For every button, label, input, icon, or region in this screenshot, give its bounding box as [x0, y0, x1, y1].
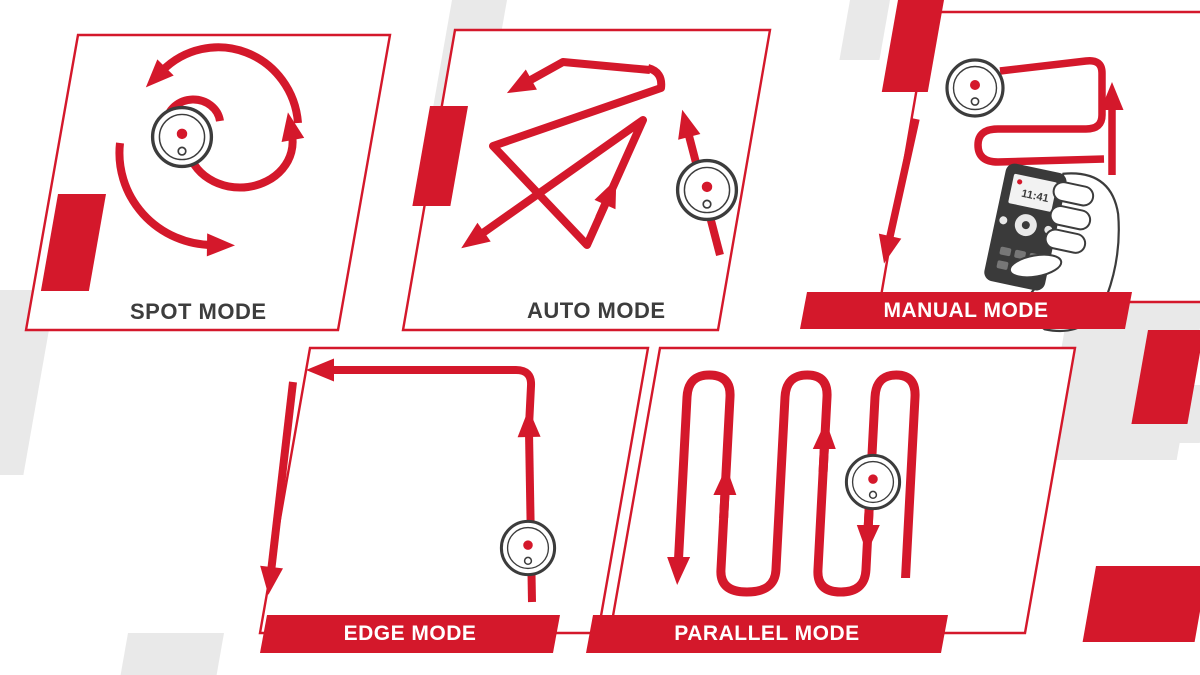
edge-path-left-down — [260, 381, 297, 595]
auto-panel-border — [401, 28, 772, 332]
parallel-arrow-up-2 — [812, 421, 836, 472]
parallel-mode-banner: PARALLEL MODE — [586, 615, 948, 653]
robot-vacuum-icon — [150, 105, 214, 169]
spot-mode-panel: SPOT MODE — [20, 25, 400, 340]
edge-mode-label: EDGE MODE — [343, 622, 477, 645]
parallel-path-serpentine — [667, 370, 920, 597]
remote-time: 11:41 — [1020, 188, 1049, 205]
spot-mode-label: SPOT MODE — [130, 299, 267, 324]
decor-stripe-bottom-left — [120, 633, 224, 675]
manual-mode-panel: 11:41 — [790, 5, 1200, 335]
manual-mode-label: MANUAL MODE — [883, 298, 1049, 322]
auto-mode-label: AUTO MODE — [527, 298, 666, 323]
robot-vacuum-icon — [499, 519, 557, 577]
thumb-icon — [1008, 253, 1063, 279]
spot-path-bottom-arc — [115, 142, 235, 257]
robot-vacuum-icon — [844, 453, 902, 511]
finger-icon — [1052, 181, 1095, 207]
decor-red-bottom-right — [1082, 566, 1200, 642]
robot-vacuum-icon — [945, 58, 1005, 118]
robot-vacuum-icon — [675, 158, 739, 222]
edge-path-right-up — [517, 409, 541, 603]
finger-icon — [1049, 204, 1092, 231]
parallel-mode-panel — [585, 340, 1085, 660]
auto-path-arrow-up-right — [594, 178, 617, 220]
auto-path-bounce — [461, 64, 666, 249]
auto-path-top — [506, 58, 651, 94]
edge-path-top — [306, 358, 536, 427]
edge-mode-banner: EDGE MODE — [260, 615, 560, 653]
manual-mode-banner: MANUAL MODE — [800, 292, 1132, 329]
spot-path-outer-arc — [145, 43, 302, 124]
auto-mode-panel: AUTO MODE — [395, 20, 780, 340]
parallel-mode-label: PARALLEL MODE — [674, 622, 860, 645]
manual-path-down — [878, 118, 920, 264]
hand-remote-group: 11:41 — [984, 163, 1120, 333]
finger-icon — [1044, 228, 1087, 254]
manual-path-loop — [974, 57, 1106, 166]
parallel-arrow-up-1 — [713, 467, 737, 518]
